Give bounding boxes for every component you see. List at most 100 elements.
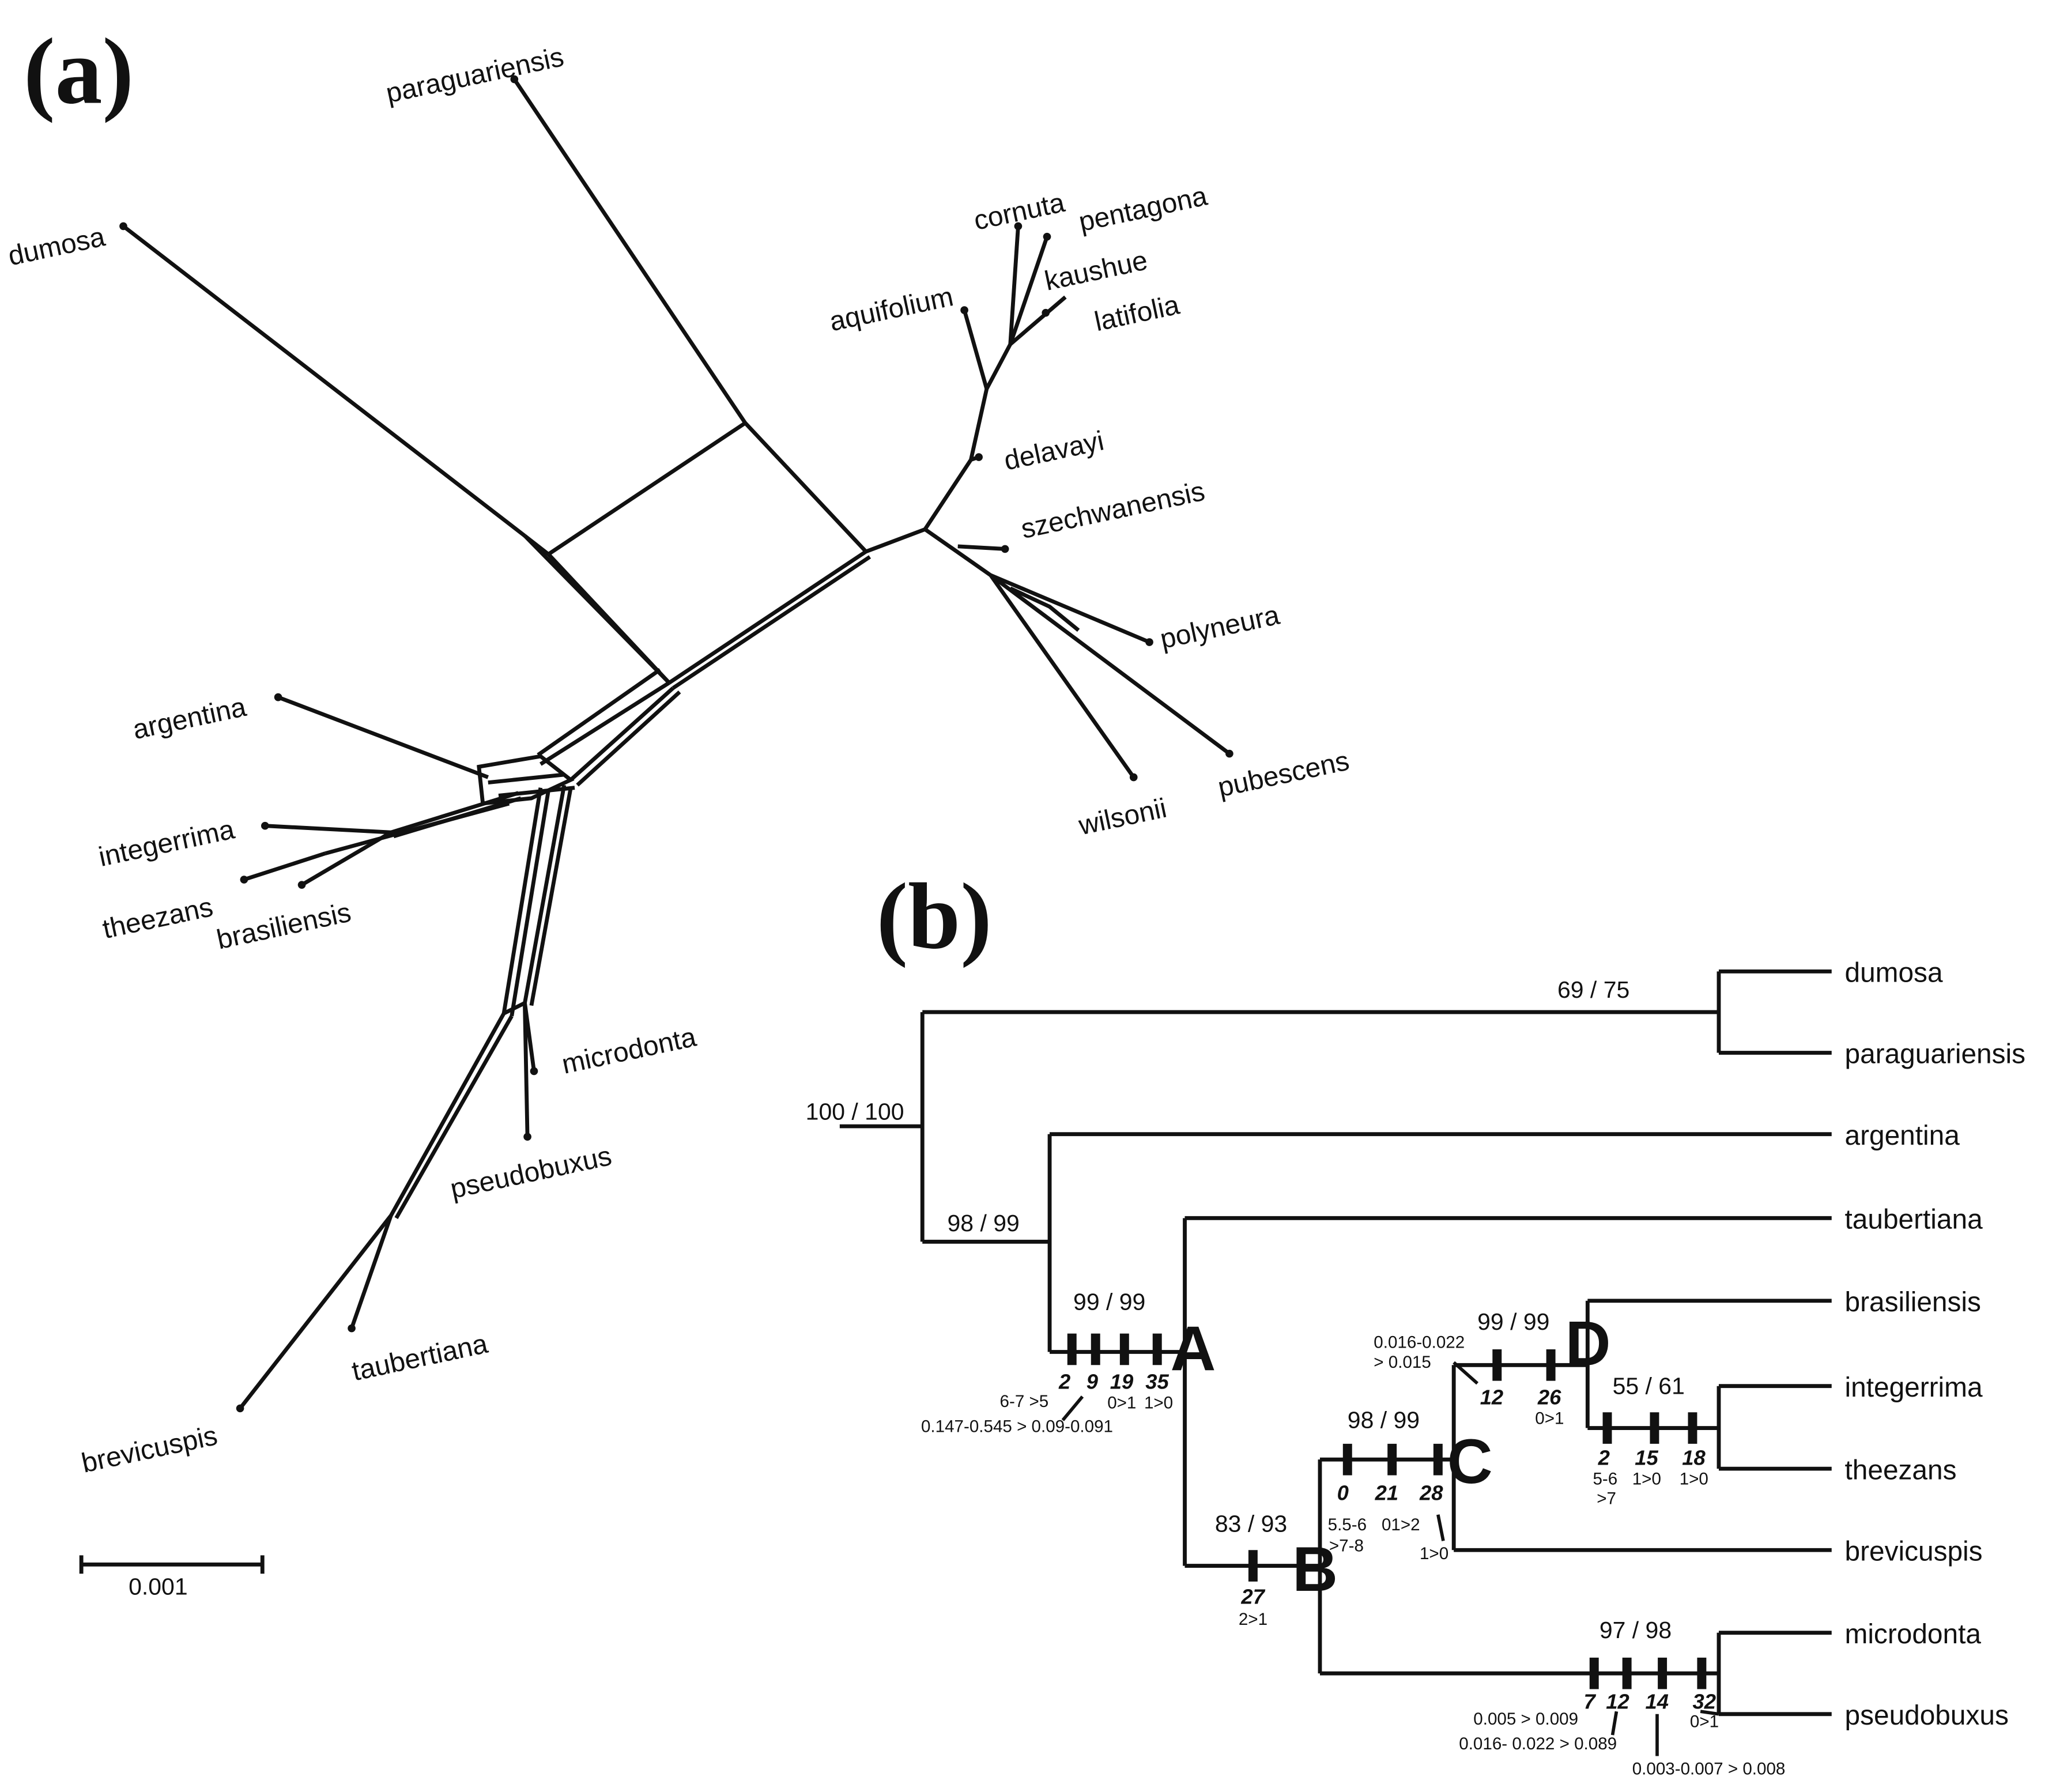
network-edge: [510, 790, 550, 1017]
taxon-label: szechwanensis: [1018, 476, 1208, 545]
char-note: 0.147-0.545 > 0.09-0.091: [921, 1417, 1113, 1436]
tip-dot: [960, 306, 968, 314]
node-letter: C: [1447, 1427, 1493, 1497]
tip-dot: [348, 1324, 356, 1333]
taxon-label: pseudobuxus: [448, 1141, 614, 1205]
taxon-label: microdonta: [559, 1022, 699, 1080]
panel-a-label: (a): [24, 19, 134, 123]
tip-dot: [1129, 773, 1138, 782]
network-edge: [523, 534, 550, 556]
network-edge: [1009, 295, 1067, 346]
tip-dot: [510, 75, 519, 84]
char-state: 1>0: [1632, 1469, 1661, 1488]
taxon-label: aquifolium: [827, 281, 956, 337]
char-note: > 0.015: [1374, 1353, 1431, 1372]
tip-dot: [261, 821, 269, 830]
char-number: 27: [1240, 1585, 1265, 1609]
char-number: 15: [1635, 1446, 1658, 1469]
char-state: 1>0: [1420, 1544, 1448, 1563]
char-state: 2>1: [1239, 1610, 1267, 1629]
network-edge: [325, 801, 510, 855]
character-ticks: [1067, 1333, 1707, 1689]
network-edge: [523, 784, 567, 1003]
network-edge: [962, 310, 989, 390]
network-edge: [512, 78, 747, 424]
network-edge: [390, 791, 519, 835]
char-number: 7: [1584, 1690, 1597, 1714]
character-notes: 6-7 >5 0.147-0.545 > 0.09-0.091 >7-8 0.0…: [921, 1333, 1785, 1779]
taxon-label: microdonta: [1845, 1619, 1982, 1650]
taxon-label: delavayi: [1001, 425, 1107, 476]
leader-line: [1453, 1361, 1479, 1385]
taxon-label: paraguariensis: [383, 42, 567, 109]
node-letter: D: [1565, 1308, 1611, 1379]
network-edge: [243, 851, 326, 882]
support-values: 100 / 100 69 / 75 98 / 99 99 / 99 83 / 9…: [806, 976, 1685, 1643]
char-note: >7: [1597, 1489, 1616, 1508]
tip-dot: [297, 881, 306, 889]
tip-dot: [274, 693, 282, 701]
char-state: 1>0: [1680, 1469, 1708, 1488]
network-edge: [744, 421, 867, 553]
node-letters: A B C D: [1170, 1308, 1610, 1605]
tip-dot: [1145, 638, 1153, 646]
support-value: 97 / 98: [1599, 1617, 1672, 1643]
network-edge: [540, 681, 670, 766]
taxon-label: integerrima: [1845, 1372, 1983, 1403]
char-state: 0>1: [1107, 1393, 1136, 1412]
taxon-label: pubescens: [1215, 745, 1352, 803]
network-edge: [957, 544, 1005, 551]
char-state: 5-6: [1593, 1469, 1617, 1488]
support-value: 98 / 99: [1348, 1407, 1420, 1433]
taxon-label: paraguariensis: [1845, 1039, 2026, 1070]
char-number: 2: [1598, 1446, 1610, 1469]
tip-dot: [236, 1404, 244, 1413]
char-state: 0>1: [1690, 1712, 1719, 1731]
tree-taxon-labels: dumosa paraguariensis argentina tauberti…: [1845, 958, 2026, 1731]
support-value: 98 / 99: [948, 1210, 1020, 1236]
char-note: 0.016- 0.022 > 0.089: [1459, 1734, 1617, 1753]
network-edge: [547, 421, 746, 556]
network-edge: [300, 831, 393, 887]
taxon-label: argentina: [1845, 1121, 1960, 1151]
scale-bar-line: [79, 1555, 265, 1574]
leader-line: [1061, 1395, 1084, 1421]
char-number: 9: [1087, 1370, 1099, 1393]
character-states: 0>1 1>0 2>1 5.5-6 01>2 1>0 0>1 5-6 1>0 1…: [1107, 1393, 1719, 1731]
char-note: 0.003-0.007 > 0.008: [1632, 1759, 1786, 1778]
network-edge: [529, 787, 573, 1006]
taxon-label: latifolia: [1092, 289, 1182, 337]
taxon-label: brevicuspis: [79, 1420, 220, 1479]
char-note: 6-7 >5: [1000, 1392, 1049, 1411]
char-number: 26: [1537, 1386, 1561, 1409]
taxon-label: integerrima: [96, 814, 237, 873]
taxon-label: argentina: [130, 692, 249, 745]
tip-dot: [1001, 545, 1009, 553]
network-edge: [349, 1214, 393, 1329]
network-edges: [122, 78, 1231, 1410]
network-edge: [1008, 226, 1020, 345]
support-value: 69 / 75: [1557, 976, 1629, 1003]
taxon-label: theezans: [1845, 1455, 1957, 1485]
network-edge: [501, 787, 543, 1014]
char-state: 5.5-6: [1328, 1515, 1367, 1534]
taxon-label: taubertiana: [349, 1329, 491, 1387]
network-taxon-labels: paraguariensis dumosa cornuta pentagona …: [5, 42, 1352, 1479]
support-value: 100 / 100: [806, 1099, 904, 1125]
taxon-label: brasiliensis: [1845, 1287, 1981, 1318]
character-numbers: 2 9 19 35 27 0 21 28 12 26 2 15 18 7 12 …: [1058, 1370, 1716, 1713]
network-edge: [671, 555, 872, 690]
network-edge: [576, 691, 681, 787]
tip-dot: [240, 876, 248, 884]
char-number: 32: [1692, 1690, 1716, 1714]
char-number: 18: [1682, 1446, 1706, 1469]
node-letter: A: [1170, 1314, 1216, 1384]
node-letter: B: [1292, 1534, 1338, 1605]
tip-dot: [975, 453, 983, 461]
char-number: 14: [1646, 1690, 1669, 1714]
tip-dot: [1225, 749, 1233, 758]
scale-bar: 0.001: [79, 1555, 265, 1600]
taxon-label: theezans: [100, 892, 216, 945]
char-state: 0>1: [1535, 1409, 1564, 1428]
